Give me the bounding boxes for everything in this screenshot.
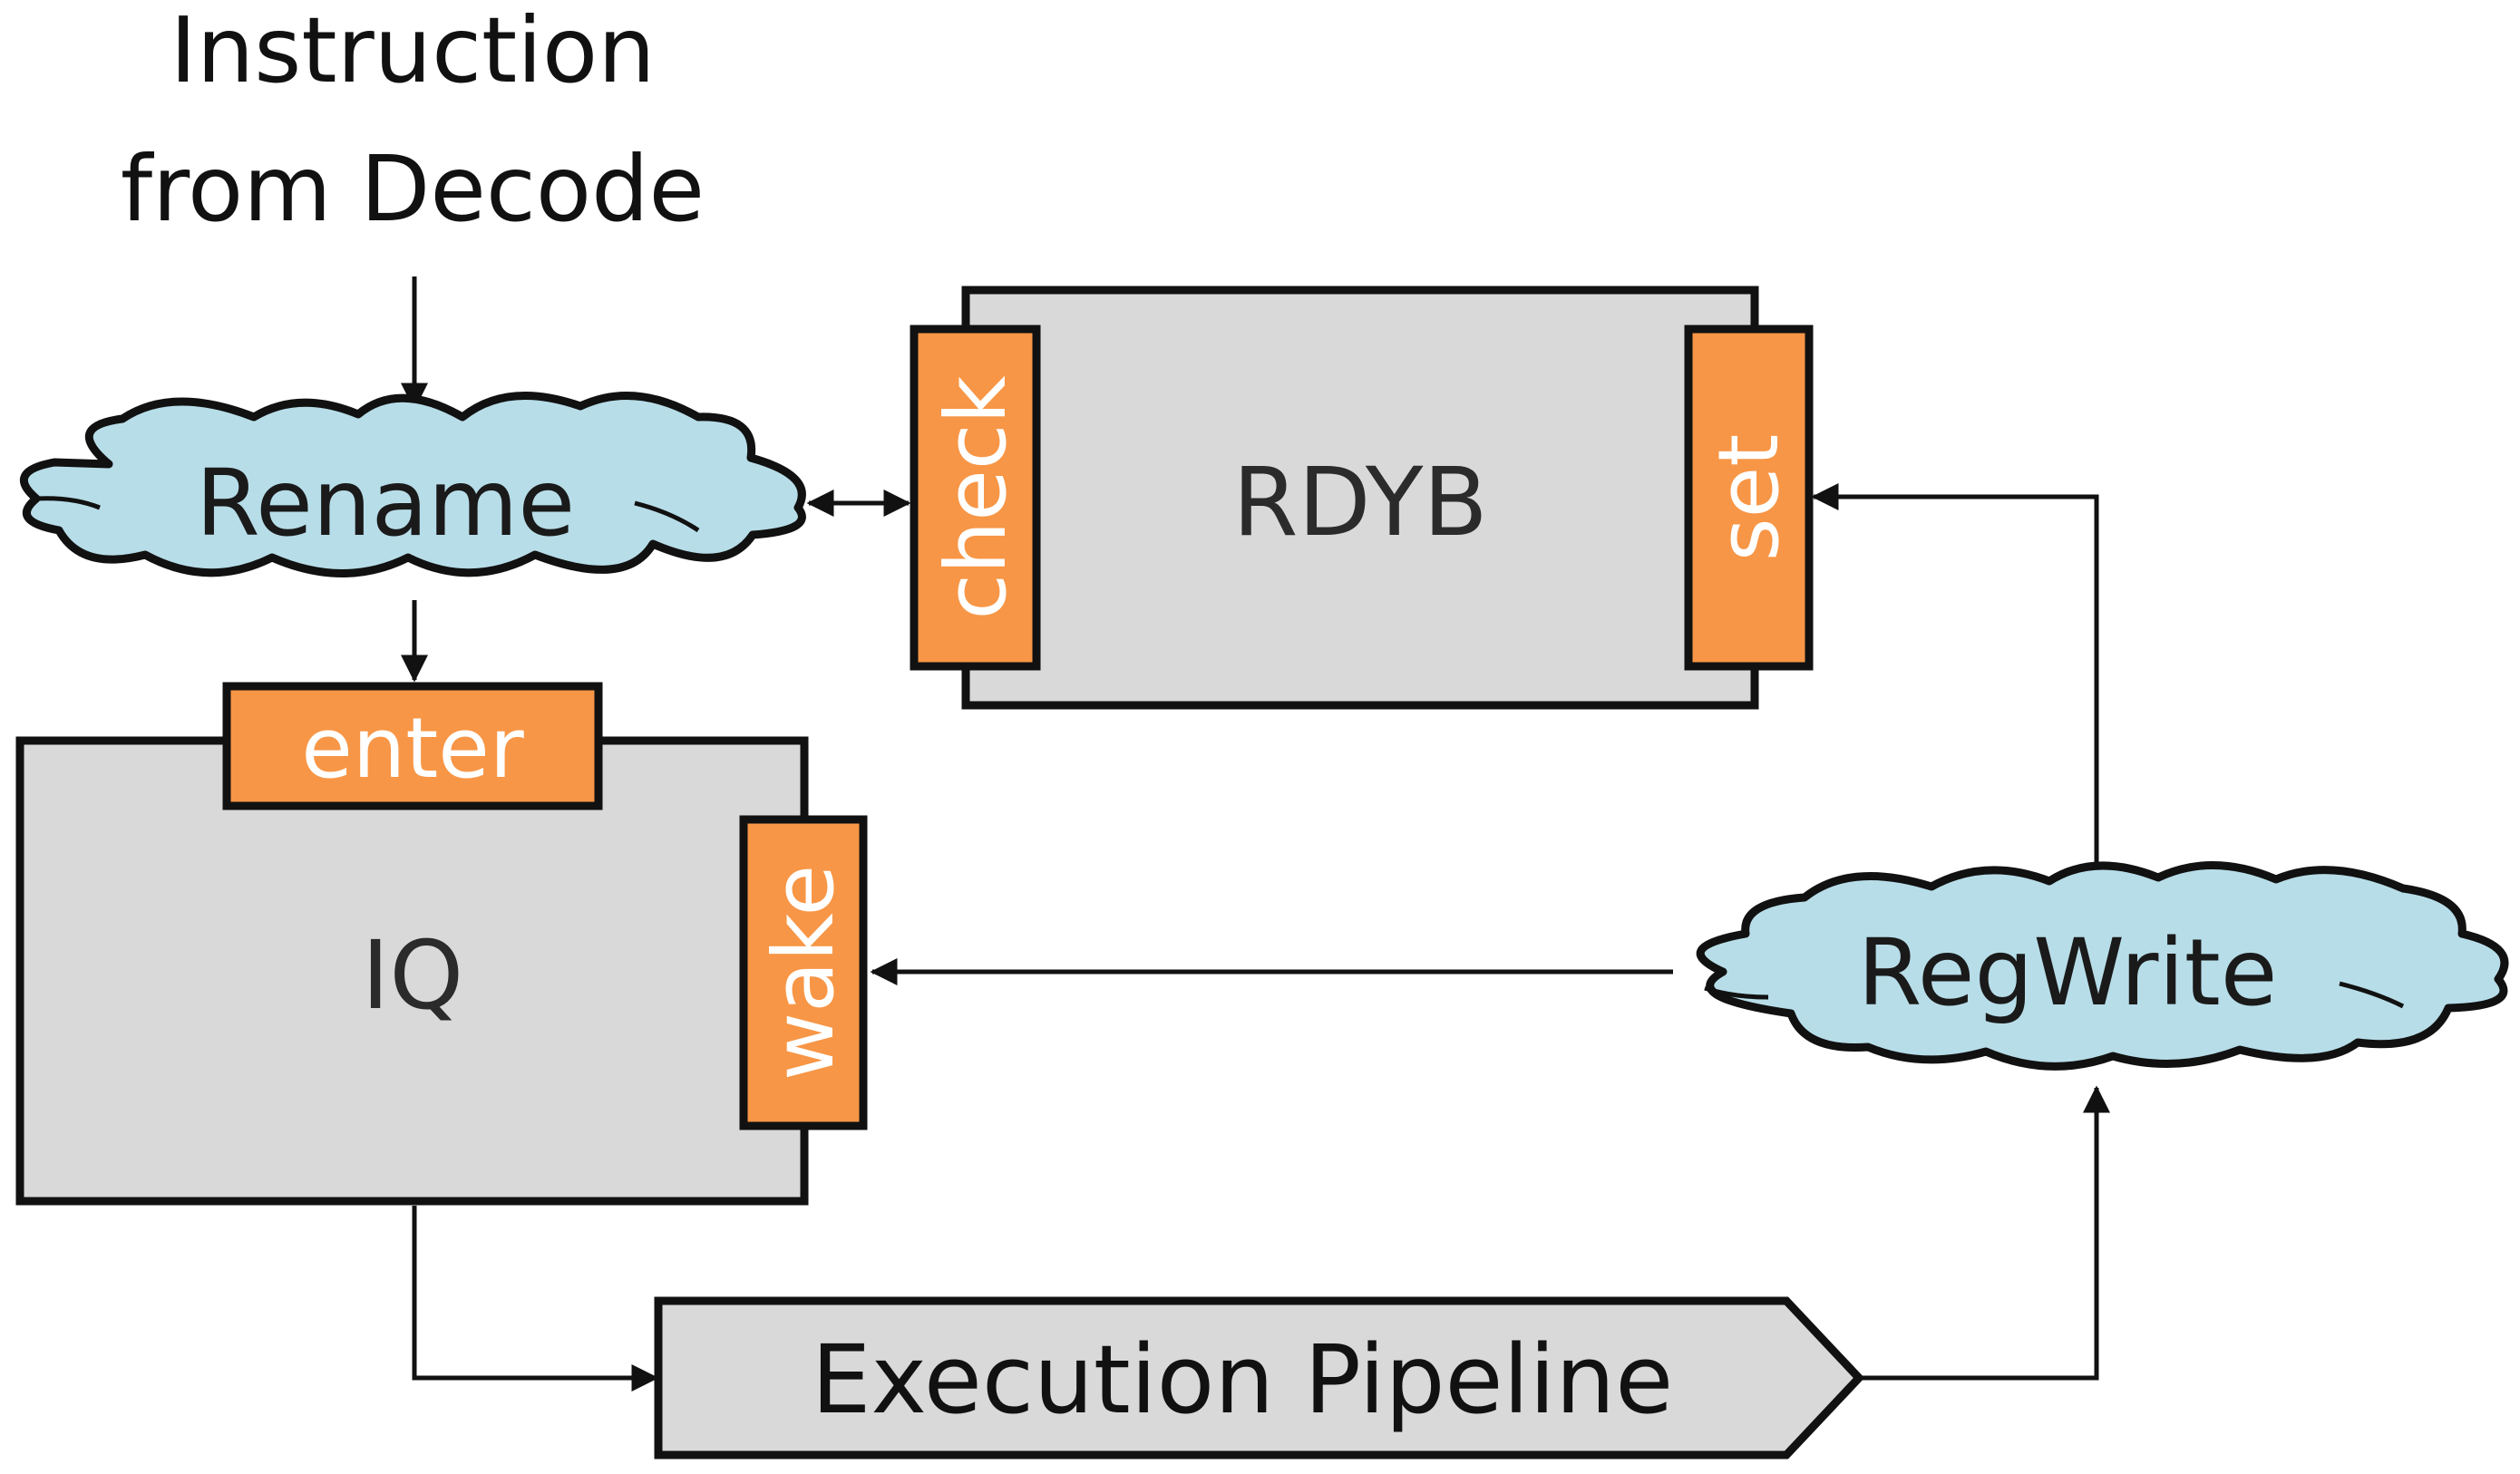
rdyb-set-port: set — [1684, 325, 1814, 671]
input-label-line2: from Decode — [121, 136, 705, 242]
regwrite-to-set-arrow — [1811, 483, 2099, 870]
wake-port-label: wake — [755, 865, 852, 1081]
rdyb-label: RDYB — [1232, 447, 1488, 558]
set-port-label: set — [1700, 434, 1797, 562]
enter-port-label: enter — [301, 700, 524, 797]
pipeline-to-regwrite-arrow — [1859, 1085, 2110, 1381]
rdyb-check-port: check — [910, 325, 1041, 671]
regwrite-label: RegWrite — [1857, 919, 2277, 1027]
regwrite-cloud: RegWrite — [1696, 861, 2509, 1071]
execution-pipeline-block: Execution Pipeline — [654, 1296, 1865, 1459]
rename-cloud: Rename — [19, 391, 806, 577]
iq-label: IQ — [362, 920, 464, 1031]
iq-to-pipeline-arrow — [412, 1206, 659, 1392]
execution-pipeline-label: Execution Pipeline — [812, 1324, 1673, 1435]
input-label-line1: Instruction — [170, 0, 655, 103]
iq-block: IQ — [15, 736, 809, 1206]
iq-wake-port: wake — [739, 815, 868, 1130]
rdyb-block: RDYB — [961, 286, 1759, 710]
check-port-label: check — [928, 375, 1025, 620]
iq-enter-port: enter — [222, 682, 603, 810]
rename-label: Rename — [196, 450, 575, 558]
